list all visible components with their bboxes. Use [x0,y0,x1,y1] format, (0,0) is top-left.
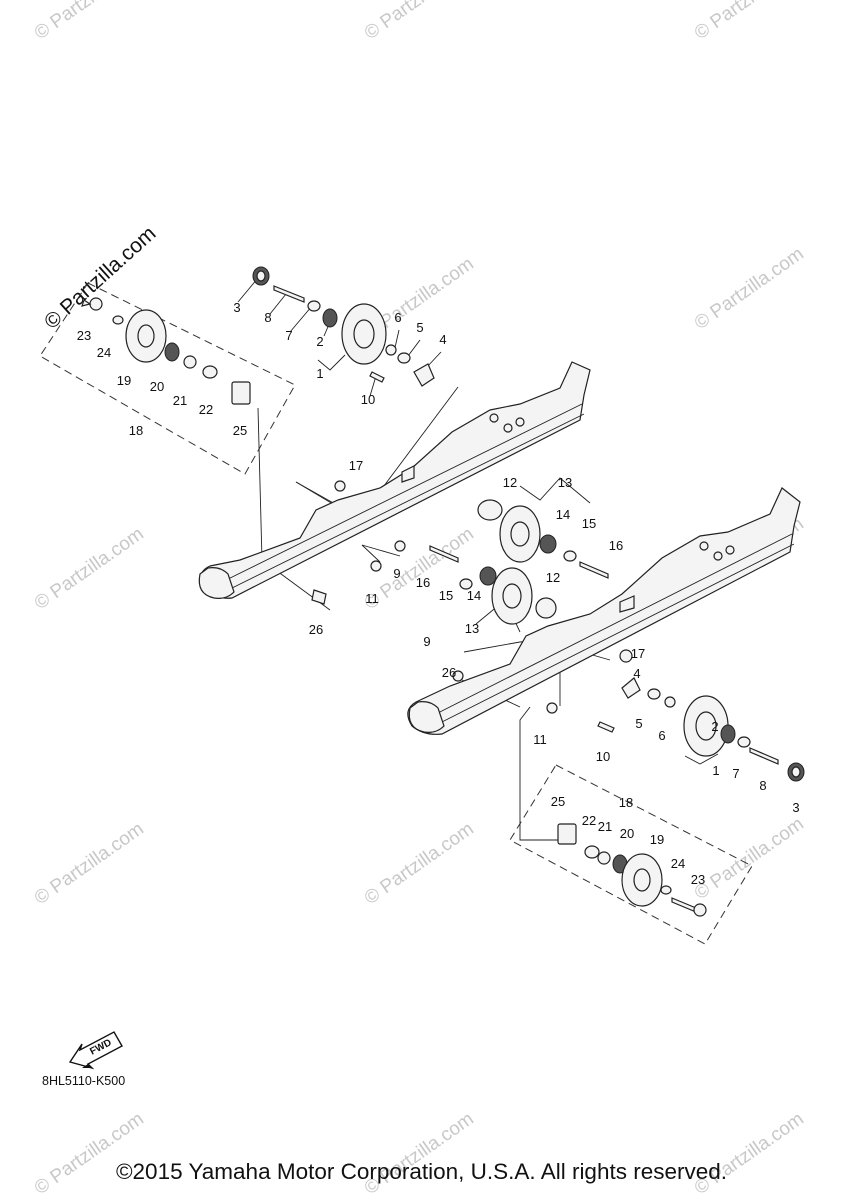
partzilla-watermark: © Partzilla.com [31,523,148,614]
callout-number: 22 [582,813,596,828]
partzilla-watermark: © Partzilla.com [691,1108,808,1199]
callout-number: 26 [442,665,456,680]
partzilla-watermark: © Partzilla.com [31,0,148,44]
callout-number: 25 [551,794,565,809]
copyright-notice: ©2015 Yamaha Motor Corporation, U.S.A. A… [115,1159,728,1184]
callout-number: 17 [631,646,645,661]
callout-number: 2 [711,719,718,734]
group-18-upper-box [39,282,296,475]
callout-number: 18 [129,423,143,438]
callout-number: 14 [467,588,481,603]
callout-number: 4 [633,666,640,681]
callout-number: 7 [732,766,739,781]
callout-number: 5 [635,716,642,731]
callout-number: 14 [556,507,570,522]
partzilla-watermark: © Partzilla.com [691,243,808,334]
callout-number: 1 [316,366,323,381]
partzilla-watermark: © Partzilla.com [361,0,478,44]
callout-number: 20 [150,379,164,394]
callout-number: 23 [691,872,705,887]
callout-number: 15 [582,516,596,531]
callout-number: 22 [199,402,213,417]
callout-number: 6 [394,310,401,325]
diagram-code: 8HL5110-K500 [42,1074,126,1088]
callout-number: 11 [533,732,547,747]
callout-number: 20 [620,826,634,841]
callout-number: 24 [97,345,111,360]
callout-number: 19 [117,373,131,388]
callout-number: 18 [619,795,633,810]
callout-number: 1 [712,763,719,778]
callout-number: 12 [546,570,560,585]
callout-number: 8 [264,310,271,325]
callout-number: 7 [285,328,292,343]
callout-number: 24 [671,856,685,871]
leader-lines [237,277,719,841]
callout-number: 11 [365,591,379,606]
partzilla-watermark: © Partzilla.com [691,813,808,904]
lower-slide-rail [407,487,801,735]
callout-number: 15 [439,588,453,603]
callout-number: 19 [650,832,664,847]
callout-number: 3 [792,800,799,815]
callout-number: 21 [173,393,187,408]
partzilla-watermark: © Partzilla.com [361,818,478,909]
callout-number: 10 [596,749,610,764]
fwd-arrow-icon: FWD [68,1031,123,1070]
callout-number: 13 [558,475,572,490]
partzilla-watermark: © Partzilla.com [31,1108,148,1199]
group-18-lower-box [509,764,753,945]
callout-number: 13 [465,621,479,636]
callout-number: 3 [233,300,240,315]
callout-number: 4 [439,332,446,347]
callout-number: 16 [416,575,430,590]
callout-number: 5 [416,320,423,335]
callout-number: 9 [393,566,400,581]
partzilla-watermark: © Partzilla.com [31,818,148,909]
callout-number: 21 [598,819,612,834]
callout-number: 16 [609,538,623,553]
partzilla-watermark: © Partzilla.com [361,1108,478,1199]
callout-number: 25 [233,423,247,438]
callout-number: 10 [361,392,375,407]
callout-number: 8 [759,778,766,793]
callout-number: 9 [423,634,430,649]
callout-number: 17 [349,458,363,473]
upper-parts [81,266,805,917]
callout-number: 23 [77,328,91,343]
callout-number: 2 [316,334,323,349]
callout-number: 6 [658,728,665,743]
callout-number: 26 [309,622,323,637]
callout-number: 12 [503,475,517,490]
partzilla-watermark: © Partzilla.com [691,0,808,44]
upper-slide-rail [198,361,591,599]
